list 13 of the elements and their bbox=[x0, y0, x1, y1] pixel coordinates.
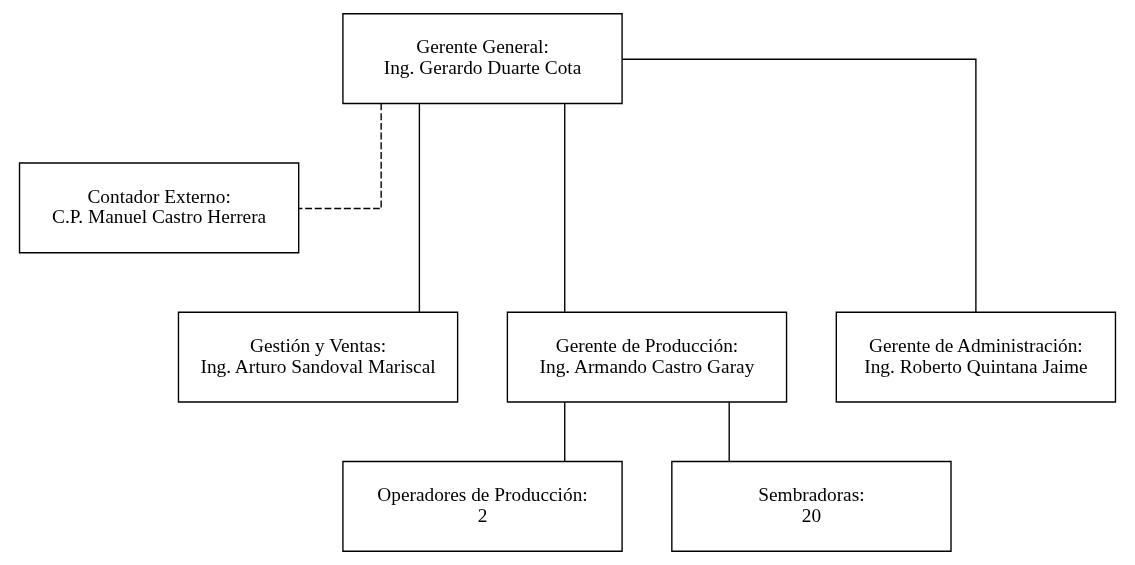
connector bbox=[298, 102, 382, 210]
node-box: Operadores de Producción: 2 bbox=[342, 460, 623, 552]
node-box: Contador Externo: C.P. Manuel Castro Herrera bbox=[18, 162, 300, 254]
node-box: Gerente General: Ing. Gerardo Duarte Cota bbox=[342, 13, 623, 105]
node-box: Sembradoras: 20 bbox=[671, 460, 952, 552]
node-box: Gestión y Ventas: Ing. Arturo Sandoval Mariscal bbox=[177, 311, 459, 403]
connector bbox=[621, 58, 977, 313]
node-box: Gerente de Administración: Ing. Roberto Quintana Jaime bbox=[835, 311, 1117, 403]
connector bbox=[564, 103, 566, 313]
connector bbox=[564, 401, 566, 463]
connector bbox=[728, 401, 730, 463]
node-box: Gerente de Producción: Ing. Armando Castro Garay bbox=[506, 311, 788, 403]
connector bbox=[418, 103, 421, 313]
